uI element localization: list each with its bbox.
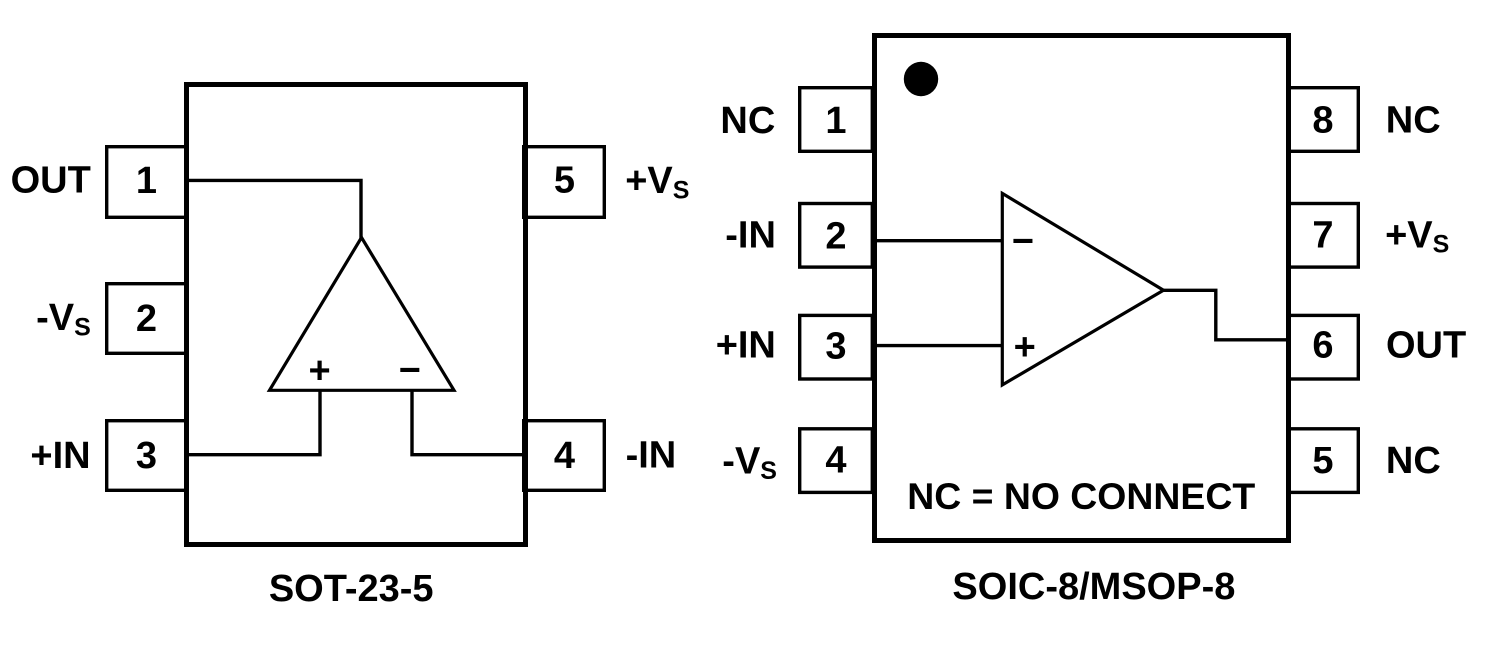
svg-text:1: 1: [825, 100, 846, 142]
svg-text:4: 4: [825, 440, 846, 482]
svg-text:NC: NC: [720, 100, 775, 142]
svg-text:7: 7: [1312, 214, 1333, 256]
svg-text:SOT-23-5: SOT-23-5: [269, 568, 434, 610]
svg-text:NC: NC: [1386, 100, 1441, 142]
svg-text:5: 5: [1312, 440, 1333, 482]
svg-text:1: 1: [136, 160, 157, 202]
svg-text:6: 6: [1312, 324, 1333, 366]
svg-text:−: −: [399, 350, 421, 392]
svg-text:3: 3: [825, 326, 846, 368]
svg-text:2: 2: [136, 298, 157, 340]
svg-text:SOIC-8/MSOP-8: SOIC-8/MSOP-8: [952, 566, 1235, 608]
svg-text:OUT: OUT: [1386, 324, 1466, 366]
svg-text:+IN: +IN: [30, 435, 90, 477]
svg-text:8: 8: [1312, 100, 1333, 142]
svg-text:3: 3: [136, 435, 157, 477]
svg-text:+: +: [1014, 326, 1036, 368]
svg-text:NC = NO CONNECT: NC = NO CONNECT: [907, 475, 1255, 517]
svg-text:4: 4: [554, 435, 575, 477]
svg-text:5: 5: [554, 160, 575, 202]
svg-text:-IN: -IN: [626, 435, 677, 477]
svg-text:-IN: -IN: [725, 215, 776, 257]
svg-text:+: +: [308, 350, 330, 392]
svg-text:−: −: [1012, 221, 1034, 263]
svg-text:2: 2: [825, 216, 846, 258]
svg-text:+IN: +IN: [716, 325, 776, 367]
svg-text:NC: NC: [1386, 440, 1441, 482]
svg-text:OUT: OUT: [11, 160, 91, 202]
